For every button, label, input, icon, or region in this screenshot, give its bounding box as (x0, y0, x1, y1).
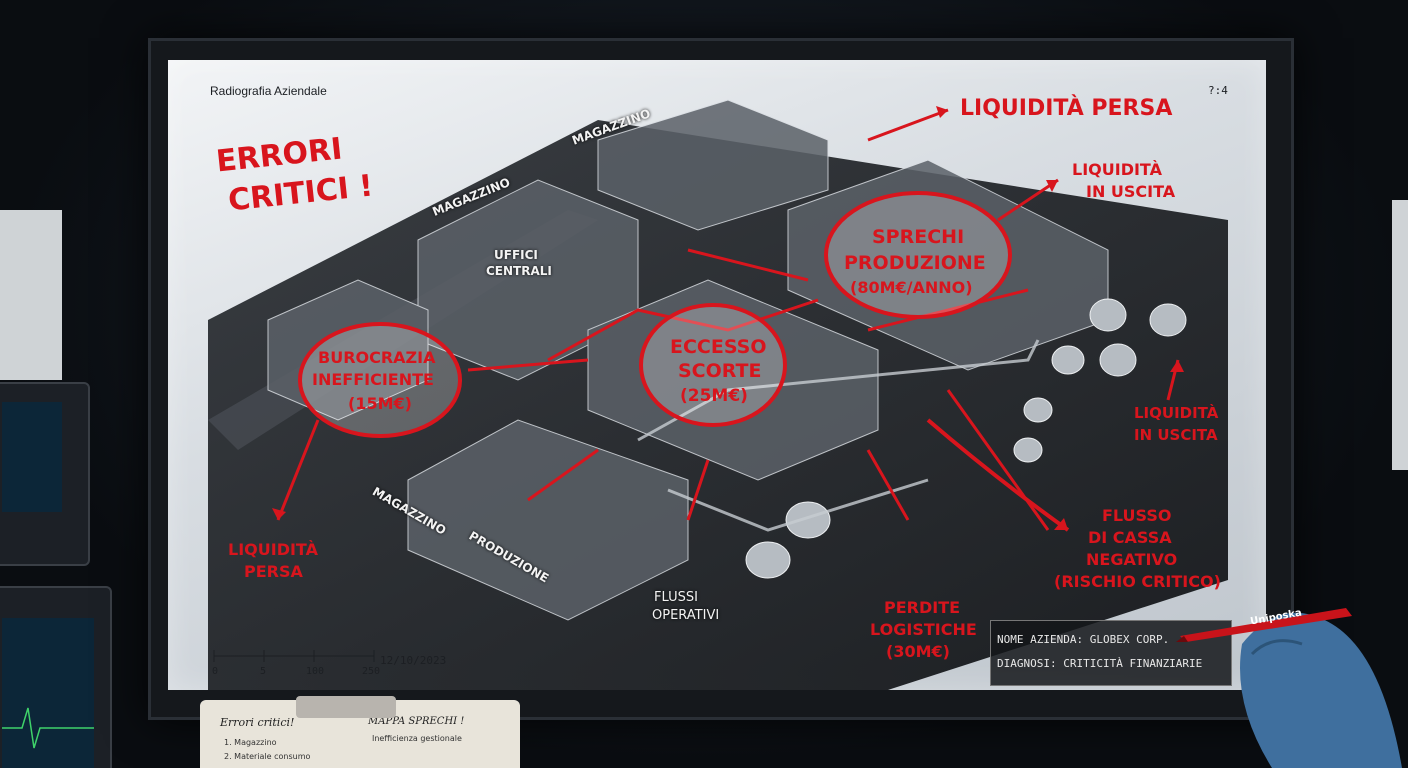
scale-tick-100: 100 (306, 666, 325, 677)
annotation-eccesso-line3: (25M€) (680, 386, 748, 406)
monitor-screen (2, 618, 94, 768)
scale-tick-0: 0 (212, 666, 219, 677)
scale-tick-5: 5 (260, 666, 267, 677)
annotation-eccesso-line1: ECCESSO (670, 336, 767, 358)
zone-label-uffici-line1: UFFICI (494, 248, 538, 262)
company-name: NOME AZIENDA: GLOBEX CORP. (997, 633, 1170, 646)
document-title: Radiografia Aziendale (210, 84, 327, 98)
left-monitor-bottom (0, 586, 112, 768)
diagnosis: DIAGNOSI: CRITICITÀ FINANZIARIE (997, 657, 1203, 670)
annotation-burocrazia-line2: INEFFICIENTE (312, 370, 434, 389)
patient-info-panel: NOME AZIENDA: GLOBEX CORP. DIAGNOSI: CRI… (990, 620, 1232, 686)
annotation-flusso-line3: NEGATIVO (1086, 550, 1178, 569)
clipboard-clip (296, 696, 396, 718)
scale-bar (213, 650, 375, 662)
annotation-liquidita-persa-left-line1: LIQUIDITÀ (228, 540, 318, 559)
scan-date: 12/10/2023 (380, 654, 447, 667)
zone-label-flussi-line2: OPERATIVI (652, 608, 720, 623)
annotation-perdite-line1: PERDITE (884, 598, 961, 617)
annotation-flusso-line4: (RISCHIO CRITICO) (1054, 572, 1221, 591)
clipboard-right-title: MAPPA SPRECHI ! (368, 716, 465, 727)
annotation-flusso-line2: DI CASSA (1088, 528, 1172, 547)
annotation-flusso-line1: FLUSSO (1102, 506, 1172, 525)
cash-flow-arrow (926, 418, 1070, 532)
clipboard-item-2: 2. Materiale consumo (224, 752, 311, 761)
xray-viewer-screen: Radiografia Aziendale ?:4 12/10/2023 0 5… (168, 60, 1266, 690)
annotation-sprechi-line2: PRODUZIONE (844, 252, 986, 274)
gloved-hand (1240, 612, 1402, 768)
ecg-trace (2, 707, 94, 749)
annotation-liquidita-uscita-right-line1: LIQUIDITÀ (1134, 404, 1219, 422)
annotation-burocrazia-line1: BUROCRAZIA (318, 348, 436, 367)
annotation-burocrazia-line3: (15M€) (348, 394, 412, 413)
annotation-liquidita-uscita-top-line2: IN USCITA (1086, 182, 1176, 201)
zone-label-flussi-line1: FLUSSI (654, 590, 698, 605)
annotation-perdite-line3: (30M€) (886, 642, 950, 661)
monitor-screen (2, 402, 62, 512)
wall-chart-right (1392, 200, 1408, 470)
scale-tick-250: 250 (362, 666, 381, 677)
isometric-plant-drawing (208, 99, 1228, 690)
red-marker[interactable] (1176, 602, 1376, 642)
annotation-perdite-line2: LOGISTICHE (870, 620, 977, 639)
annotation-sprechi-line1: SPRECHI (872, 226, 965, 248)
clipboard-item-1: 1. Magazzino (224, 738, 277, 747)
page-code: ?:4 (1208, 84, 1228, 97)
wall-chart (0, 210, 62, 380)
annotation-sprechi-line3: (80M€/ANNO) (850, 278, 973, 297)
annotation-liquidita-persa-top: LIQUIDITÀ PERSA (960, 96, 1173, 121)
annotation-liquidita-uscita-right-line2: IN USCITA (1134, 426, 1218, 444)
left-monitor-top (0, 382, 90, 566)
clipboard-right-line: Inefficienza gestionale (372, 734, 462, 743)
clipboard-left-title: Errori critici! (220, 716, 295, 729)
annotation-liquidita-uscita-top-line1: LIQUIDITÀ (1072, 160, 1162, 179)
annotation-liquidita-persa-left-line2: PERSA (244, 562, 303, 581)
annotation-eccesso-line2: SCORTE (678, 360, 762, 382)
zone-label-uffici-line2: CENTRALI (486, 264, 552, 278)
